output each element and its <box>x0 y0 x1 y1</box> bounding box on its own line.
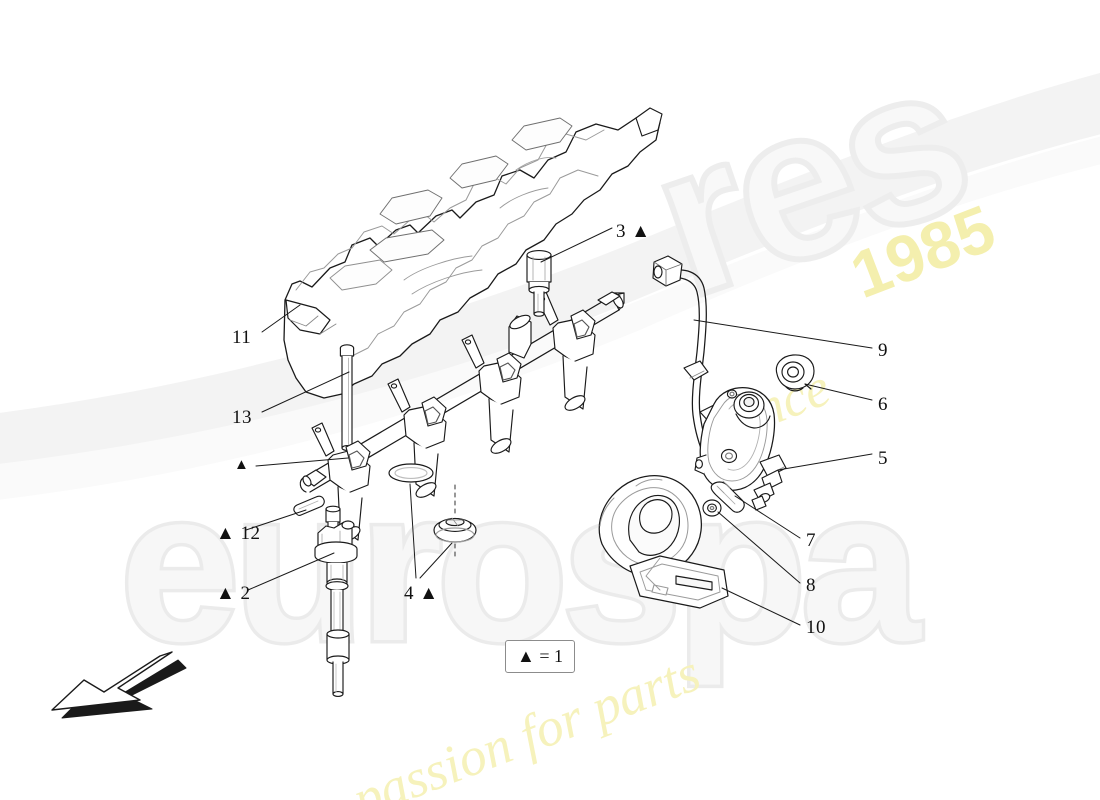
callout-2[interactable]: ▲ 2 <box>216 583 251 604</box>
callout-8[interactable]: 8 <box>806 575 816 596</box>
leader-9 <box>693 319 873 349</box>
callout-10[interactable]: 10 <box>806 617 826 638</box>
orientation-arrow <box>51 651 187 719</box>
callout-11[interactable]: 11 <box>232 327 252 348</box>
injector-group-4 <box>535 291 596 411</box>
callout-9[interactable]: 9 <box>878 340 888 361</box>
part-pump-stud-pin <box>710 480 745 513</box>
legend-box: ▲ = 1 <box>505 640 575 673</box>
leader-4b <box>419 542 453 579</box>
callout-4[interactable]: 4 ▲ <box>404 583 439 604</box>
leader-lines <box>245 227 873 626</box>
leader-7 <box>734 495 801 539</box>
part-pump-mounting-bracket <box>598 475 729 609</box>
callout-7[interactable]: 7 <box>806 530 816 551</box>
leader-8 <box>717 511 801 584</box>
injector-group-3 <box>461 334 522 454</box>
callout-13[interactable]: 13 <box>232 407 252 428</box>
part-retaining-pin <box>293 495 325 516</box>
leader-tri <box>255 457 349 467</box>
part-long-bolt <box>339 344 355 451</box>
part-fuel-pressure-sensor <box>508 250 552 359</box>
callout-6[interactable]: 6 <box>878 394 888 415</box>
part-fuel-injector <box>314 505 358 697</box>
part-sealing-washer <box>702 499 722 517</box>
part-high-pressure-fuel-pump <box>694 386 787 511</box>
injector-group-2 <box>387 378 447 498</box>
callout-3[interactable]: 3 ▲ <box>616 221 651 242</box>
leader-6 <box>804 383 873 401</box>
leader-11 <box>261 304 301 333</box>
watermark-swoosh-2 <box>0 136 1100 500</box>
part-injector-seal-and-o-ring <box>388 463 477 561</box>
callout-12[interactable]: ▲ 12 <box>216 523 261 544</box>
part-pump-cap-fitting <box>775 354 815 392</box>
leader-2 <box>247 552 335 591</box>
leader-3 <box>540 227 613 263</box>
callout-triangle[interactable]: ▲ <box>234 457 250 473</box>
watermark-swoosh <box>0 73 1100 471</box>
leader-4a <box>409 483 417 579</box>
callout-5[interactable]: 5 <box>878 448 888 469</box>
injector-group-1 <box>302 422 371 542</box>
leader-13 <box>261 371 350 413</box>
part-engine-cover-heat-shield <box>283 107 663 399</box>
leader-5 <box>777 453 873 471</box>
leader-10 <box>721 587 801 626</box>
leader-12 <box>245 509 307 531</box>
